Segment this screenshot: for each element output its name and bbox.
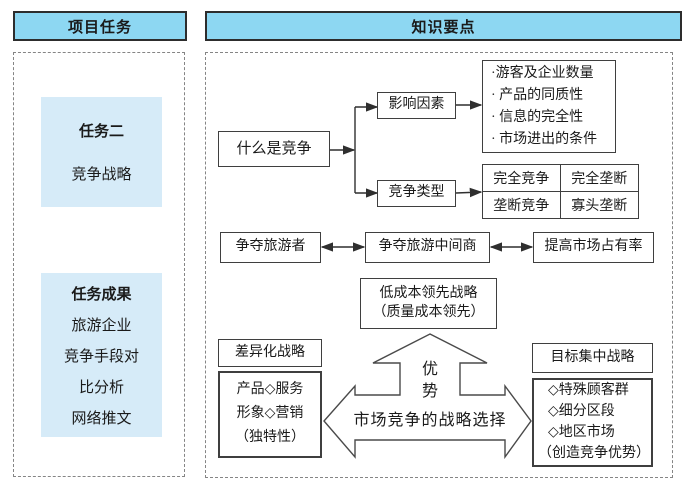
- result-box-line: 比分析: [78, 379, 124, 396]
- compete-tourists-box: 争夺旅游者: [220, 232, 321, 263]
- left-panel-dashed-container: [13, 52, 185, 477]
- focus-strategy-box: 目标集中战略: [532, 343, 653, 373]
- compete-intermediaries-box: 争夺旅游中间商: [365, 232, 490, 263]
- result-box-line: 网络推文: [71, 410, 132, 427]
- result-box-title: 任务成果: [71, 285, 132, 303]
- focus-detail-box: ◇特殊顾客群 ◇细分区段 ◇地区市场 （创造竞争优势）: [532, 378, 653, 467]
- result-box-line: 竞争手段对: [63, 348, 139, 365]
- advantage-label: 优势: [421, 361, 438, 400]
- result-box-line: 旅游企业: [71, 317, 132, 334]
- factor-item: · 信息的完全性: [491, 109, 584, 125]
- market-share-box: 提高市场占有率: [533, 232, 654, 263]
- left-panel-header: 项目任务: [13, 11, 187, 41]
- differentiation-detail-line: 形象◇营销: [236, 406, 304, 422]
- type-cell: 完全垄断: [560, 165, 638, 192]
- what-is-competition-box: 什么是竞争: [218, 131, 330, 167]
- task-box: 任务二 竞争战略: [41, 97, 162, 207]
- factor-item: · 市场进出的条件: [491, 131, 598, 147]
- differentiation-detail-box: 产品◇服务 形象◇营销 （独特性）: [218, 371, 322, 458]
- differentiation-detail-line: 产品◇服务: [236, 382, 304, 398]
- differentiation-detail-line: （独特性）: [235, 429, 305, 445]
- type-cell: 寡头垄断: [571, 198, 628, 214]
- competition-types-box: 竞争类型: [377, 180, 456, 207]
- low-cost-line: （质量成本领先）: [372, 304, 485, 320]
- strategy-selection-label: 市场竞争的战略选择: [353, 412, 507, 429]
- factor-item: · 产品的同质性: [491, 87, 584, 103]
- focus-detail-line: （创造竞争优势）: [538, 446, 650, 461]
- factor-item: ·游客及企业数量: [491, 65, 594, 81]
- focus-detail-line: ◇地区市场: [548, 425, 615, 440]
- factor-list-box: ·游客及企业数量 · 产品的同质性 · 信息的完全性 · 市场进出的条件: [482, 60, 616, 153]
- low-cost-strategy-box: 低成本领先战略 （质量成本领先）: [360, 278, 497, 329]
- focus-detail-line: ◇细分区段: [548, 404, 615, 419]
- focus-detail-line: ◇特殊顾客群: [548, 383, 629, 398]
- right-panel-header: 知识要点: [205, 11, 682, 41]
- task-box-title: 任务二: [78, 123, 124, 140]
- influencing-factors-box: 影响因素: [377, 92, 456, 119]
- differentiation-strategy-box: 差异化战略: [218, 339, 322, 367]
- low-cost-line: 低成本领先战略: [379, 285, 478, 301]
- result-box: 任务成果 旅游企业 竞争手段对 比分析 网络推文: [41, 273, 162, 437]
- type-cell: 完全竞争: [483, 165, 561, 192]
- right-panel-dashed-container: [205, 52, 673, 478]
- competition-type-table: 完全竞争 完全垄断 垄断竞争 寡头垄断: [482, 164, 639, 219]
- task-box-subtitle: 竞争战略: [71, 167, 132, 183]
- type-cell: 垄断竞争: [483, 191, 561, 218]
